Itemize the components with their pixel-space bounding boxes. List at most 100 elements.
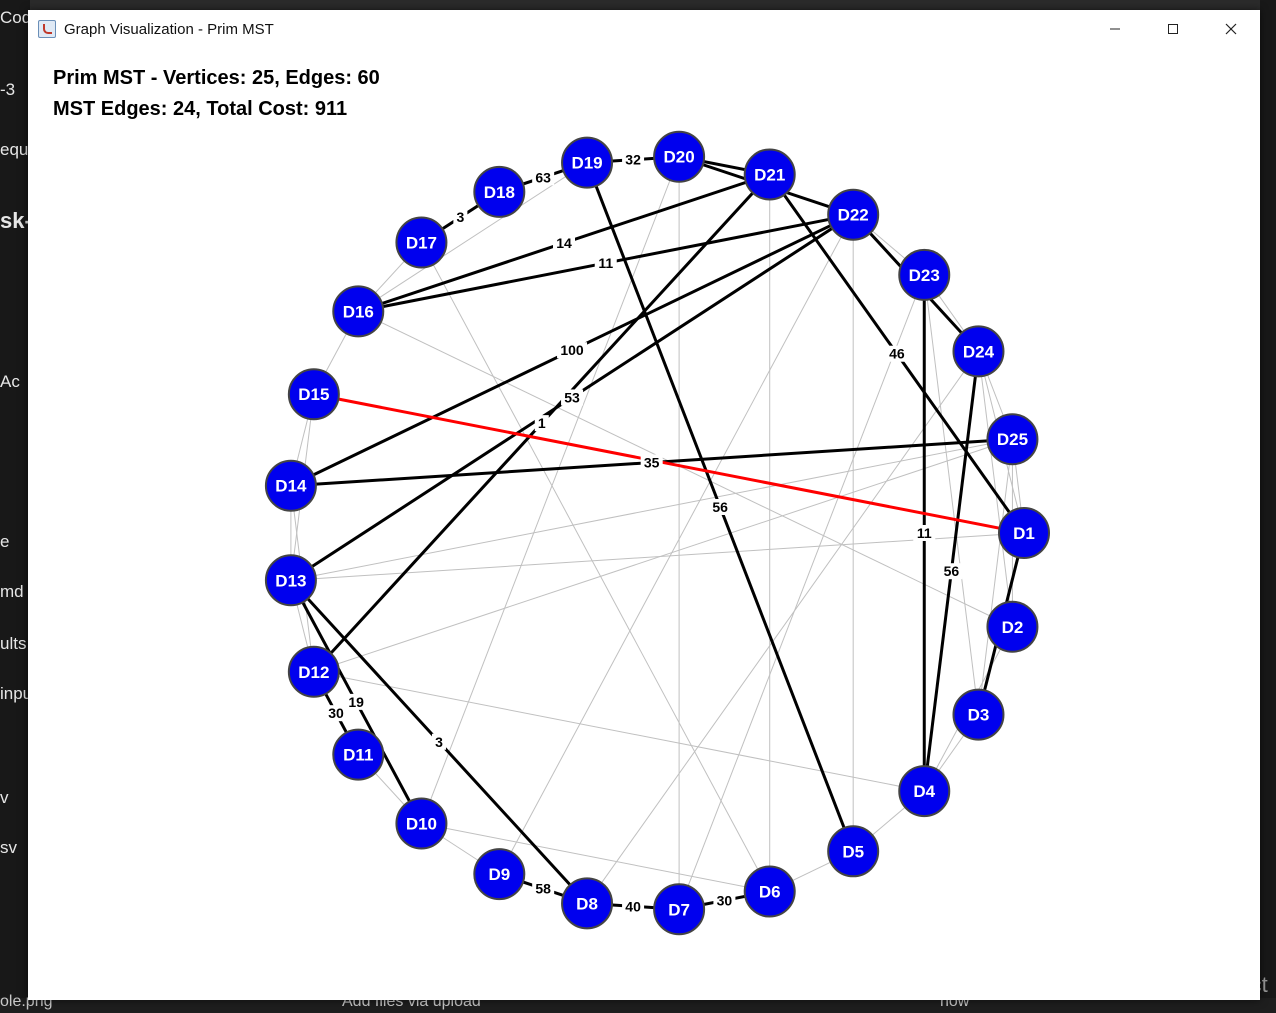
graph-node-circle: [952, 325, 1005, 378]
edge-weight-label: 11: [917, 525, 932, 541]
graph-node-d17: D17: [395, 216, 448, 269]
background-sidebar-text: ults.: [0, 634, 32, 653]
graph-node-circle: [561, 136, 614, 189]
graph-node-d6: D6: [743, 865, 796, 918]
edge-weight-label: 58: [535, 881, 551, 897]
graph-node-circle: [332, 285, 385, 338]
title-bar[interactable]: Graph Visualization - Prim MST: [28, 10, 1260, 48]
edge-weight-background: [557, 342, 588, 359]
graph-node-circle: [264, 459, 317, 512]
edge-weight-background: [709, 498, 732, 515]
graph-node-circle: [287, 645, 340, 698]
edge-weight-background: [325, 705, 348, 722]
graph-edge: [923, 274, 979, 715]
graph-node-label: D20: [664, 148, 695, 167]
graph-node-circle: [952, 688, 1005, 741]
graph-edge: [290, 438, 1013, 581]
graph-node-circle: [264, 554, 317, 607]
graph-edge: [358, 310, 1013, 628]
background-sidebar-text: md: [0, 582, 24, 601]
graph-node-d3: D3: [952, 688, 1005, 741]
close-icon: [1225, 23, 1237, 35]
graph-node-d24: D24: [952, 325, 1005, 378]
graph-node-circle: [332, 728, 385, 781]
info-vertices-edges: Prim MST - Vertices: 25, Edges: 60: [53, 67, 380, 89]
edge-weight-label: 56: [712, 499, 728, 515]
edge-weight-background: [532, 169, 555, 186]
edge-weight-label: 32: [625, 152, 641, 168]
graph-node-d11: D11: [332, 728, 385, 781]
graph-node-d15: D15: [287, 368, 340, 421]
graph-node-label: D19: [571, 154, 602, 173]
graph-canvas: Prim MST - Vertices: 25, Edges: 60 MST E…: [28, 48, 1260, 1000]
minimize-button[interactable]: [1086, 10, 1144, 48]
graph-node-circle: [998, 507, 1050, 559]
graph-node-circle: [743, 865, 796, 918]
edge-weight-label: 19: [348, 694, 364, 710]
graph-node-d12: D12: [287, 645, 340, 698]
background-sidebar-text: inpu: [0, 684, 33, 703]
graph-node-label: D16: [343, 302, 374, 321]
edge-weight-label: 30: [717, 892, 733, 908]
graph-node-circle: [473, 848, 526, 901]
background-sidebar: [0, 0, 30, 1013]
minimize-icon: [1110, 28, 1120, 30]
background-top-bar: [0, 0, 1276, 12]
graph-node-label: D17: [406, 234, 437, 253]
edge-weight-label: 53: [564, 389, 580, 405]
edge-weight-background: [640, 454, 663, 471]
graph-node-circle: [561, 877, 614, 930]
graph-node-circle: [395, 797, 448, 850]
graph-node-label: D23: [909, 266, 940, 285]
graph-node-circle: [743, 148, 796, 201]
graph-edge: [421, 822, 770, 893]
edge-weight-background: [345, 693, 368, 710]
edge-weight-background: [622, 151, 645, 168]
close-button[interactable]: [1202, 10, 1260, 48]
graph-node-d19: D19: [561, 136, 614, 189]
graph-node-circle: [898, 248, 951, 301]
edge-weight-background: [594, 255, 617, 272]
java-app-icon: [38, 20, 56, 38]
edge-weight-label: 100: [560, 342, 584, 358]
edge-weight-label: 56: [944, 563, 960, 579]
graph-node-circle: [898, 765, 951, 818]
background-sidebar-text: Ac: [0, 372, 20, 391]
graph-node-label: D21: [754, 165, 785, 184]
edge-weight-label: 46: [889, 346, 905, 362]
graph-edge: [977, 351, 1013, 627]
graph-window: Graph Visualization - Prim MST Prim MST …: [28, 10, 1260, 1000]
edge-weight-background: [885, 345, 908, 362]
graph-edge: [586, 351, 979, 904]
graph-edge: [358, 162, 588, 312]
edge-weight-background: [940, 563, 963, 580]
edge-weight-background: [713, 892, 736, 909]
graph-node-label: D12: [298, 663, 329, 682]
edge-weight-label: 3: [456, 209, 464, 225]
graph-node-d4: D4: [898, 765, 951, 818]
edge-weight-background: [622, 898, 645, 915]
graph-node-circle: [395, 216, 448, 269]
maximize-button[interactable]: [1144, 10, 1202, 48]
graph-node-label: D6: [759, 883, 781, 902]
graph-node-d10: D10: [395, 797, 448, 850]
graph-node-label: D14: [275, 477, 307, 496]
graph-node-d7: D7: [653, 883, 706, 936]
graph-node-d18: D18: [473, 165, 526, 218]
graph-node-d16: D16: [332, 285, 385, 338]
graph-node-circle: [827, 825, 880, 878]
background-sidebar-text: v: [0, 788, 9, 807]
graph-node-d8: D8: [561, 877, 614, 930]
graph-node-label: D10: [406, 814, 437, 833]
graph-edge: [678, 274, 925, 910]
edge-weight-label: 35: [644, 454, 660, 470]
edge-weight-label: 30: [328, 705, 344, 721]
edge-weight-background: [561, 389, 584, 406]
graph-node-d9: D9: [473, 848, 526, 901]
background-status-strip: [0, 998, 1276, 1013]
graph-edge: [977, 439, 1013, 715]
graph-node-circle: [986, 600, 1039, 653]
graph-node-label: D1: [1013, 524, 1035, 543]
graph-node-d2: D2: [986, 600, 1039, 653]
background-sidebar-text: sv: [0, 838, 17, 857]
